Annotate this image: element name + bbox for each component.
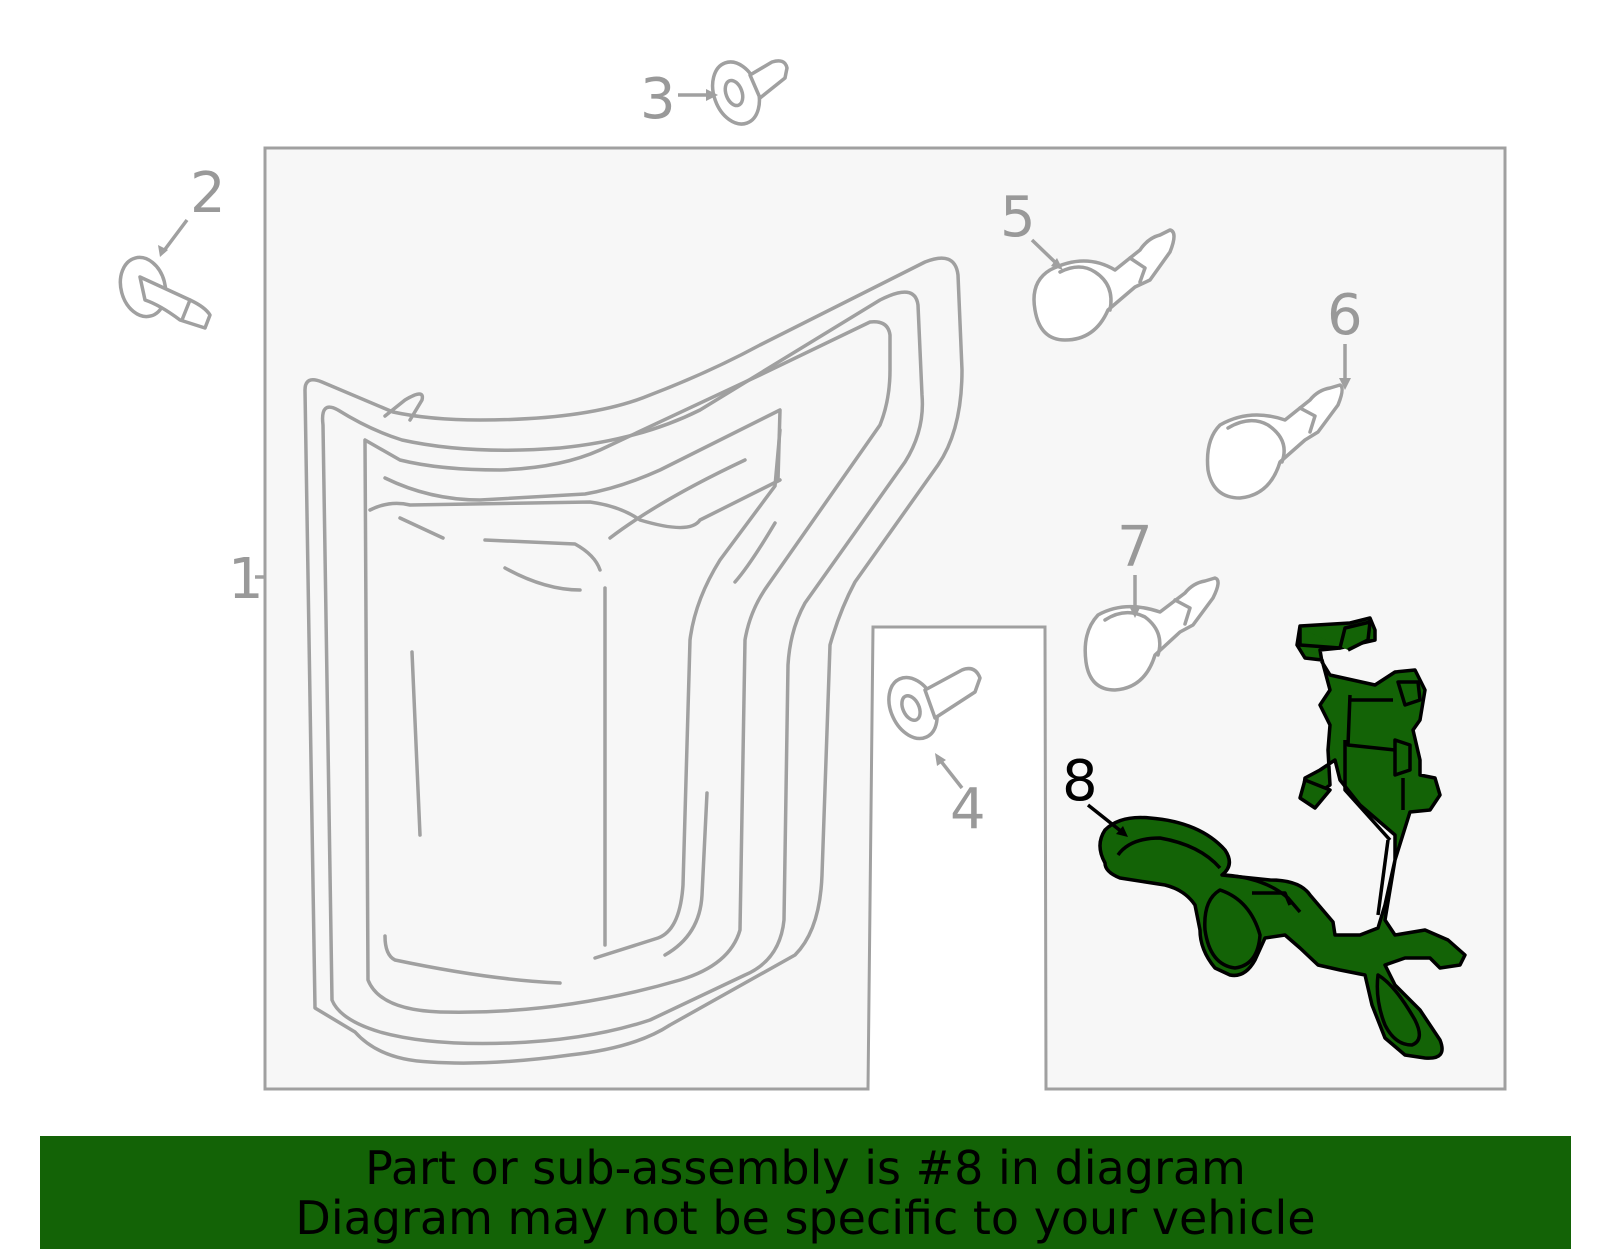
callout-labels: 1 2 3 4 5 6 7 8 [190,67,1363,842]
callout-2: 2 [190,161,226,226]
screw-fastener-3[interactable] [704,55,789,130]
bulb-7[interactable] [1083,576,1220,692]
callout-8: 8 [1062,749,1098,814]
bulb-6[interactable] [1205,383,1344,500]
leader-lines [158,89,1351,837]
callout-1: 1 [228,547,264,612]
push-pin-fastener-4[interactable] [880,666,982,747]
banner-line-1: Part or sub-assembly is #8 in diagram [365,1140,1246,1195]
tail-lamp-assembly[interactable] [303,256,964,1065]
banner-line-2: Diagram may not be specific to your vehi… [295,1190,1316,1245]
bulb-5[interactable] [1032,228,1176,342]
callout-5: 5 [1000,185,1036,250]
callout-3: 3 [640,67,676,132]
callout-7: 7 [1117,515,1153,580]
push-pin-fastener-2[interactable] [114,252,212,330]
part-info-banner: Part or sub-assembly is #8 in diagram Di… [40,1136,1571,1249]
callout-6: 6 [1327,283,1363,348]
wiring-harness-8[interactable] [1098,616,1467,1060]
callout-4: 4 [950,777,986,842]
